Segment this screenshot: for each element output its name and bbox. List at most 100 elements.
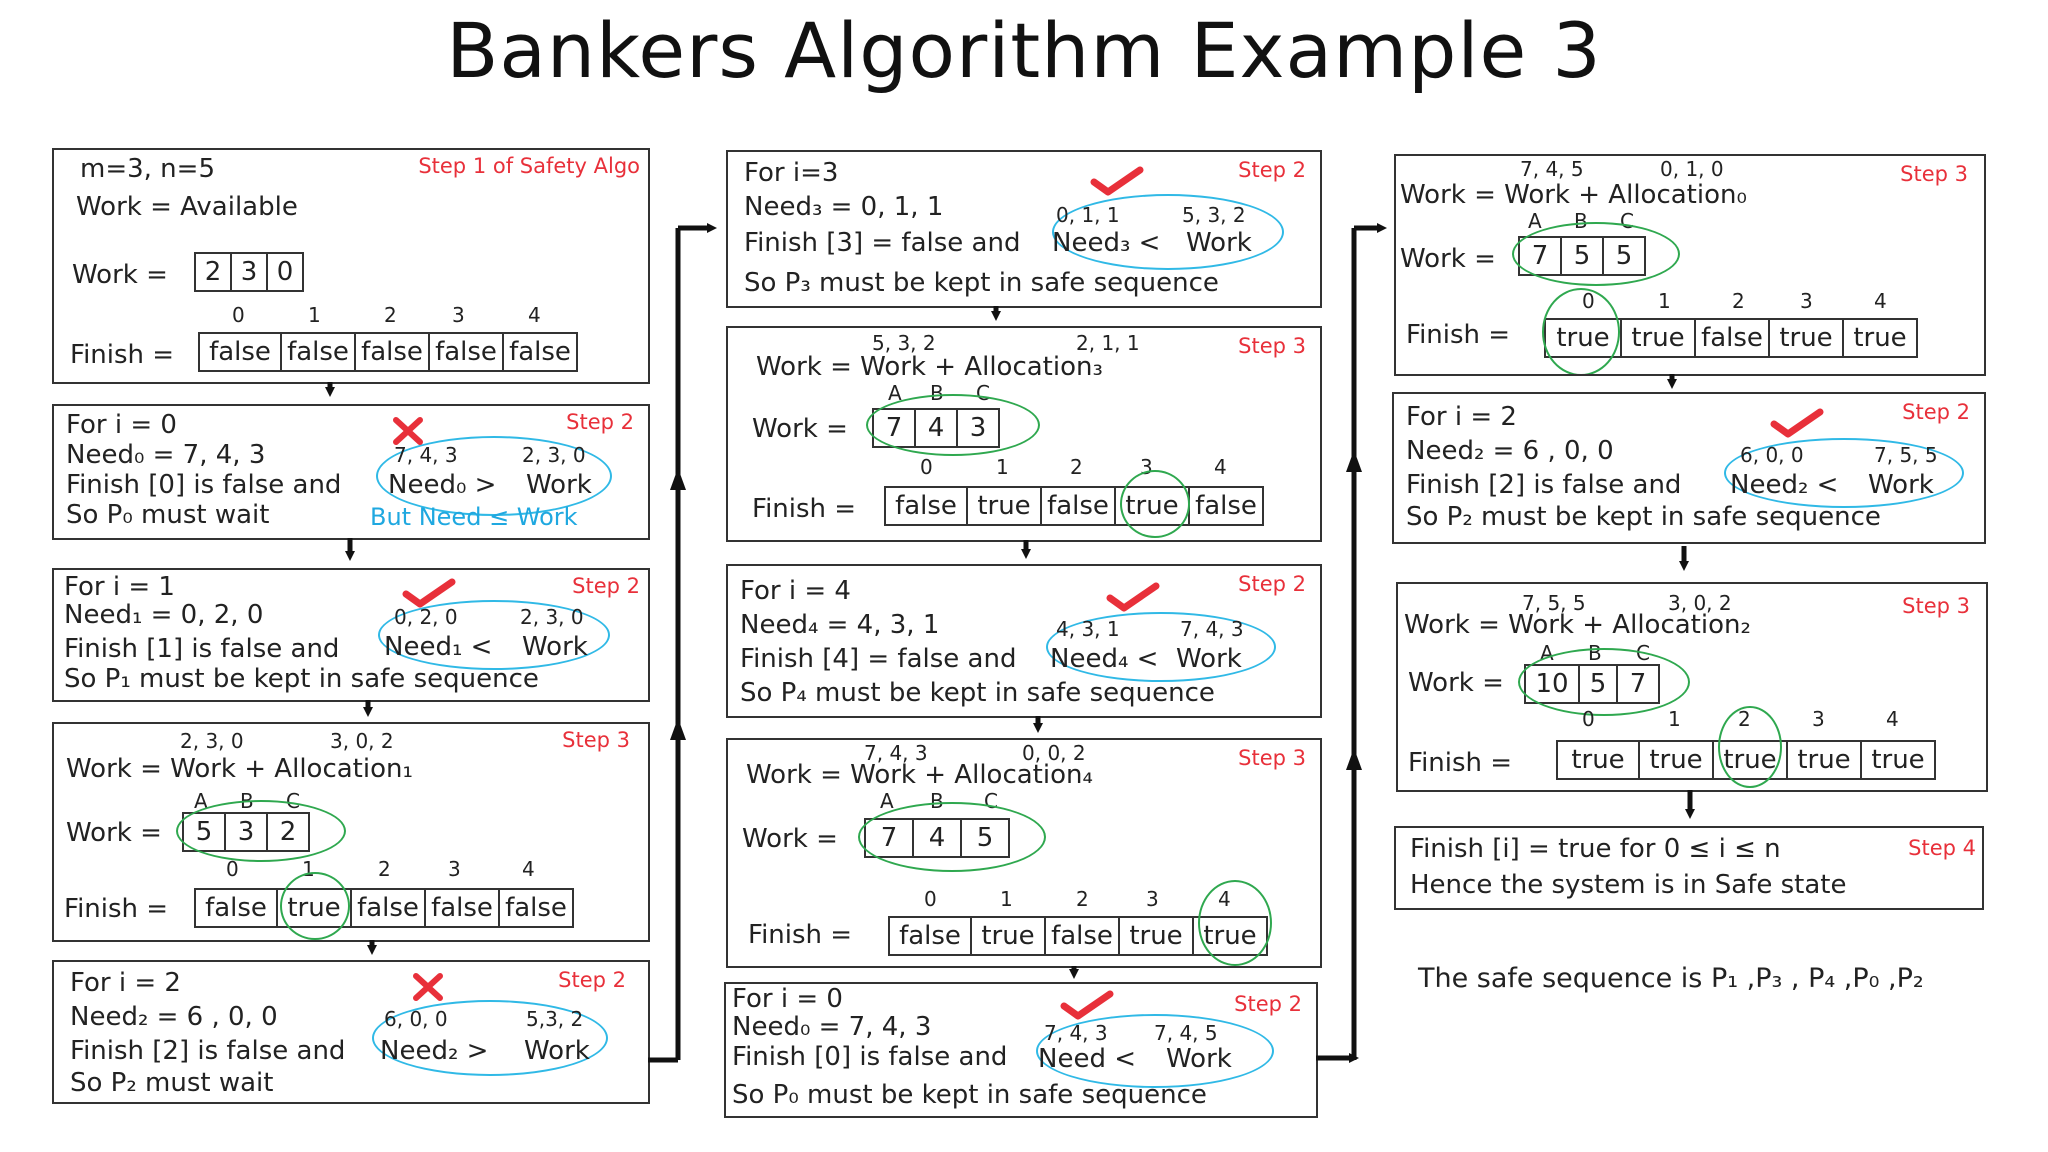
comparison-oval — [376, 436, 612, 516]
need-values: 4, 3, 1 — [1056, 617, 1120, 641]
comparison-need: Need₃ < — [1052, 228, 1161, 258]
finish-cell: true — [970, 916, 1046, 956]
need-text: Need₁ = 0, 2, 0 — [64, 600, 264, 630]
params-text: m=3, n=5 — [80, 154, 215, 184]
comparison-need: Need₂ > — [380, 1036, 489, 1066]
finish-label: Finish = — [70, 340, 175, 370]
work-label: Work = — [752, 414, 848, 444]
finish-cell: true — [1556, 740, 1640, 780]
finish-cell: false — [424, 888, 500, 928]
index-label: 0 — [924, 887, 937, 911]
comparison-oval — [1052, 194, 1284, 270]
finish-cell: false — [884, 486, 968, 526]
cross-icon — [393, 417, 423, 445]
step2-box-i2-retry: For i = 2 Need₂ = 6 , 0, 0 Finish [2] is… — [1392, 392, 1986, 544]
step1-box: m=3, n=5 Step 1 of Safety Algo Work = Av… — [52, 148, 650, 384]
work-update-text: Work = Work + Allocation₄ — [746, 760, 1093, 790]
step4-box: Finish [i] = true for 0 ≤ i ≤ n Hence th… — [1394, 826, 1984, 910]
result-text: So P₂ must wait — [70, 1068, 274, 1098]
comparison-work: Work — [1868, 470, 1934, 500]
step-label: Step 2 — [1238, 572, 1306, 596]
finish-label: Finish = — [64, 894, 169, 924]
finish-cell: true — [1842, 318, 1918, 358]
comparison-work: Work — [522, 632, 588, 662]
loop-text: For i=3 — [744, 158, 839, 188]
need-values: 6, 0, 0 — [1740, 443, 1804, 467]
step-label: Step 3 — [562, 728, 630, 752]
comparison-need: Need < — [1038, 1044, 1136, 1074]
index-label: 1 — [308, 303, 321, 327]
comparison-need: Need₁ < — [384, 632, 493, 662]
need-text: Need₄ = 4, 3, 1 — [740, 610, 940, 640]
safe-state-text: Hence the system is in Safe state — [1410, 870, 1847, 900]
work-oval — [176, 800, 346, 862]
index-label: 2 — [384, 303, 397, 327]
checkmark-icon — [402, 578, 456, 608]
finish-table: false true false false false — [194, 888, 574, 928]
result-text: So P₁ must be kept in safe sequence — [64, 664, 539, 694]
work-oval — [1512, 222, 1680, 286]
loop-text: For i = 4 — [740, 576, 851, 606]
checkmark-icon — [1106, 582, 1160, 612]
work-update-text: Work = Work + Allocation₀ — [1400, 180, 1747, 210]
step2-box-i1: For i = 1 Need₁ = 0, 2, 0 Finish [1] is … — [52, 568, 650, 702]
finish-highlight-oval — [1718, 706, 1782, 788]
finish-highlight-oval — [1120, 470, 1190, 538]
work-update-text: Work = Work + Allocation₁ — [66, 754, 413, 784]
loop-text: For i = 2 — [70, 968, 181, 998]
finish-table: false true false true false — [884, 486, 1264, 526]
work-values: 7, 5, 5 — [1522, 591, 1586, 615]
index-label: 0 — [226, 857, 239, 881]
finish-cell: true — [1118, 916, 1194, 956]
finish-cell: false — [354, 332, 430, 372]
work-label: Work = — [1408, 668, 1504, 698]
allocation-values: 0, 0, 2 — [1022, 741, 1086, 765]
index-label: 2 — [1076, 887, 1089, 911]
result-text: So P₃ must be kept in safe sequence — [744, 268, 1219, 298]
comparison-oval — [378, 600, 610, 670]
finish-table: false false false false false — [198, 332, 578, 372]
cross-icon — [413, 973, 443, 1001]
finish-highlight-oval — [1198, 880, 1272, 966]
finish-cell: false — [1040, 486, 1116, 526]
need-values: 0, 2, 0 — [394, 605, 458, 629]
step2-box-i0-retry: For i = 0 Need₀ = 7, 4, 3 Finish [0] is … — [724, 982, 1318, 1118]
finish-text: Finish [2] is false and — [1406, 470, 1682, 500]
up-arrow — [670, 468, 686, 490]
work-values: 7, 5, 5 — [1874, 443, 1938, 467]
finish-cell: true — [1620, 318, 1696, 358]
step3-box-p1: 2, 3, 0 3, 0, 2 Step 3 Work = Work + All… — [52, 722, 650, 942]
allocation-values: 3, 0, 2 — [1668, 591, 1732, 615]
resource-label: A — [888, 381, 902, 405]
page-title: Bankers Algorithm Example 3 — [446, 6, 1602, 95]
index-label: 1 — [1668, 707, 1681, 731]
work-update-text: Work = Work + Allocation₃ — [756, 352, 1103, 382]
work-values: 2, 3, 0 — [522, 443, 586, 467]
need-values: 0, 1, 1 — [1056, 203, 1120, 227]
result-text: So P₄ must be kept in safe sequence — [740, 678, 1215, 708]
loop-text: For i = 0 — [732, 984, 843, 1014]
index-label: 0 — [1582, 707, 1595, 731]
checkmark-icon — [1770, 408, 1824, 438]
up-arrow — [670, 718, 686, 740]
comparison-work: Work — [1186, 228, 1252, 258]
finish-cell: false — [498, 888, 574, 928]
work-values: 7, 4, 5 — [1154, 1021, 1218, 1045]
index-label: 3 — [452, 303, 465, 327]
finish-text: Finish [1] is false and — [64, 634, 340, 664]
resource-label: A — [1528, 209, 1542, 233]
index-label: 4 — [1214, 455, 1227, 479]
finish-cell: true — [1860, 740, 1936, 780]
step2-box-i3: For i=3 Need₃ = 0, 1, 1 Finish [3] = fal… — [726, 150, 1322, 308]
finish-text: Finish [2] is false and — [70, 1036, 346, 1066]
index-label: 3 — [1146, 887, 1159, 911]
need-values: 6, 0, 0 — [384, 1007, 448, 1031]
loop-text: For i = 0 — [66, 410, 177, 440]
result-text: So P₂ must be kept in safe sequence — [1406, 502, 1881, 532]
up-arrow — [1346, 450, 1362, 472]
index-label: 2 — [1070, 455, 1083, 479]
work-values: 7, 4, 5 — [1520, 157, 1584, 181]
index-label: 1 — [1000, 887, 1013, 911]
index-label: 4 — [528, 303, 541, 327]
comparison-oval — [1036, 1014, 1274, 1088]
